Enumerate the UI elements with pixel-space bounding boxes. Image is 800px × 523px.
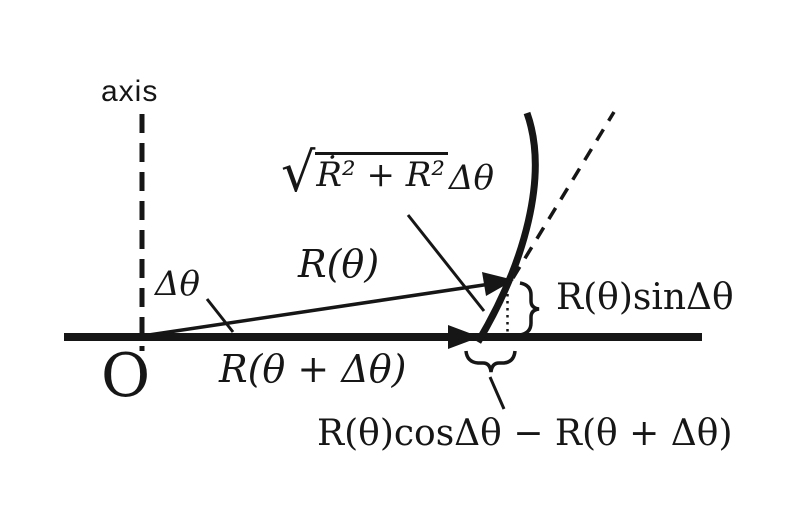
angle-tick: [205, 298, 235, 333]
arc-delta-theta-text: Δθ: [448, 158, 495, 198]
axis-label: axis: [101, 75, 159, 108]
origin-label: O: [101, 341, 151, 411]
r-theta-ray: [141, 281, 498, 338]
horizontal-side-leader-line: [488, 376, 506, 410]
tangent-dashed-line: [511, 111, 616, 279]
baseline-arrowhead: [448, 325, 480, 349]
radical-sign: √: [281, 141, 316, 204]
radicand-text: Ṙ² + R²: [315, 152, 448, 192]
horizontal-side-label: R(θ)cosΔθ − R(θ + Δθ): [317, 413, 733, 454]
arc-length-label: √ Ṙ² + R² Δθ: [281, 146, 494, 200]
vertical-side-label: R(θ)sinΔθ: [556, 277, 734, 318]
r-theta-label: R(θ): [298, 242, 380, 286]
arc-length-leader-line: [406, 214, 486, 312]
r-theta-plus-dtheta-label: R(θ + Δθ): [219, 347, 407, 391]
delta-theta-label: Δθ: [155, 264, 201, 304]
trajectory-curve: [474, 111, 539, 344]
r-theta-arrowhead: [482, 272, 514, 296]
horizontal-side-brace: [464, 350, 517, 373]
vertical-side-brace: [519, 281, 540, 337]
